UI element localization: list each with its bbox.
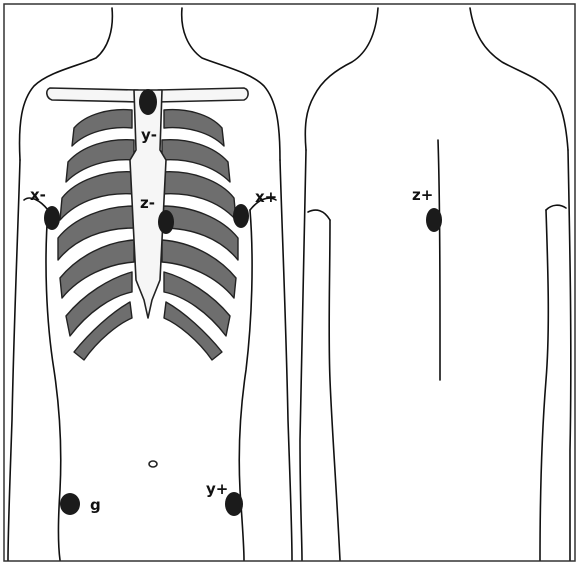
clavicle-left: [47, 88, 140, 102]
electrode-z-plus: [426, 208, 442, 232]
label-y-plus: y+: [206, 480, 228, 498]
label-x-plus: x+: [255, 188, 277, 206]
electrode-ground: [60, 493, 80, 515]
label-z-plus: z+: [412, 186, 433, 204]
electrode-y-minus: [139, 89, 157, 115]
electrode-x-plus: [233, 204, 249, 228]
label-x-minus: x-: [30, 186, 46, 204]
label-z-minus: z-: [140, 194, 155, 212]
label-ground: g: [90, 496, 101, 514]
label-y-minus: y-: [141, 126, 157, 144]
electrode-z-minus: [158, 210, 174, 234]
clavicle-right: [156, 88, 248, 102]
electrode-x-minus: [44, 206, 60, 230]
